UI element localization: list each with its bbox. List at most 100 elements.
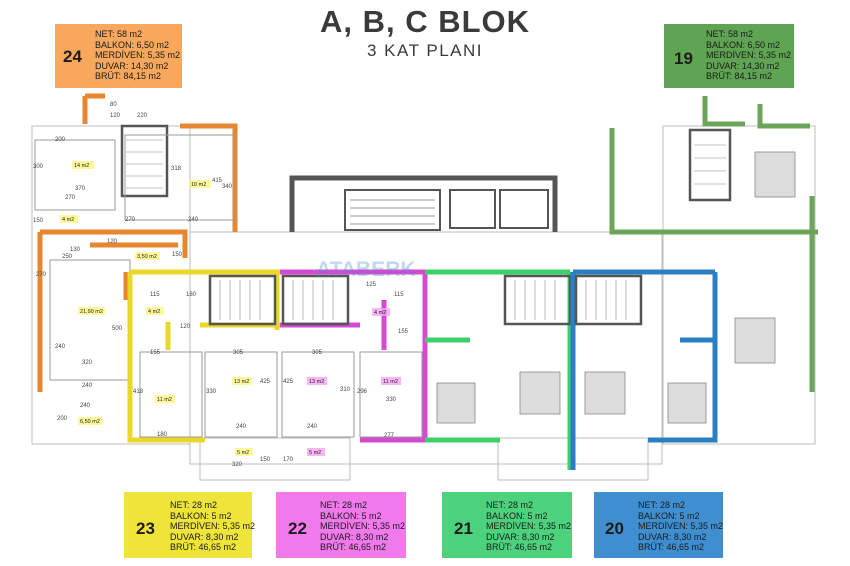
area-label-a24-balcony: 6,50 m2 [80, 419, 100, 425]
area-label-a24-wc: 4 m2 [62, 217, 74, 223]
apt20-stair-lines [585, 280, 627, 320]
info-line: BRÜT: 46,65 m2 [486, 542, 553, 553]
dim-label: 150 [260, 457, 271, 463]
apartment-info: NET: 28 m2 BALKON: 5 m2 MERDİVEN: 5,35 m… [320, 500, 405, 553]
apt21-walls [425, 269, 573, 470]
apartment-number: 20 [605, 519, 624, 538]
dim-label: 155 [150, 350, 161, 356]
dim-label: 155 [398, 329, 409, 335]
info-line: BALKON: 5 m2 [170, 510, 232, 521]
apartment-number: 23 [136, 519, 155, 538]
info-line: BRÜT: 46,65 m2 [320, 542, 387, 553]
info-line: MERDİVEN: 5,35 m2 [170, 521, 256, 532]
dim-label: 150 [172, 252, 183, 258]
info-line: NET: 28 m2 [170, 500, 218, 510]
apt23-interior [139, 351, 278, 438]
dim-label: 240 [188, 217, 199, 223]
area-label-a22-wc: 4 m2 [374, 310, 386, 316]
info-line: MERDİVEN: 5,35 m2 [638, 521, 724, 532]
dim-label: 415 [212, 178, 223, 184]
area-label-a23-living: 11 m2 [157, 397, 172, 403]
area-label-a22-room: 13 m2 [309, 379, 324, 385]
apartment-number: 22 [288, 519, 307, 538]
dim-label: 200 [57, 416, 68, 422]
apartment-info: NET: 28 m2 BALKON: 5 m2 MERDİVEN: 5,35 m… [486, 500, 571, 553]
apartment-info: NET: 58 m2 BALKON: 6,50 m2 MERDİVEN: 5,3… [706, 29, 791, 82]
apt23-stair-lines [219, 280, 261, 320]
dim-label: 500 [112, 326, 123, 332]
dim-label: 418 [133, 389, 144, 395]
apt20-stair [574, 274, 643, 326]
apt22-interior [281, 351, 423, 438]
info-line: BRÜT: 46,65 m2 [638, 542, 705, 553]
dim-label: 180 [157, 432, 168, 438]
dim-label: 330 [206, 389, 217, 395]
dim-label: 240 [236, 424, 247, 430]
info-line: BRÜT: 46,65 m2 [170, 542, 237, 553]
dim-label: 425 [283, 379, 294, 385]
watermark-text: ATABERK [316, 258, 416, 281]
apartment-number: 21 [454, 519, 473, 538]
info-line: DUVAR: 8,30 m2 [170, 531, 239, 542]
area-label-a24-room2: 10 m2 [191, 182, 206, 188]
dim-label: 80 [110, 102, 117, 108]
dim-label: 120 [110, 113, 121, 119]
dim-label: 270 [125, 217, 136, 223]
info-line: DUVAR: 14,30 m2 [706, 60, 780, 71]
dim-label: 270 [65, 195, 76, 201]
info-line: BALKON: 5 m2 [486, 510, 548, 521]
dim-label: 296 [357, 389, 368, 395]
info-line: NET: 28 m2 [486, 500, 534, 510]
apt20-walls [570, 269, 718, 470]
dim-label: 120 [107, 239, 118, 245]
info-line: BALKON: 5 m2 [638, 510, 700, 521]
info-line: DUVAR: 14,30 m2 [95, 60, 169, 71]
dim-label: 220 [137, 113, 148, 119]
area-labels: 14 m2 10 m2 4 m2 3,50 m2 21,90 m2 6,50 m… [60, 161, 401, 456]
info-line: MERDİVEN: 5,35 m2 [706, 50, 792, 61]
info-line: NET: 58 m2 [706, 29, 754, 39]
apt21-stair [503, 274, 572, 326]
apartment-info: NET: 28 m2 BALKON: 5 m2 MERDİVEN: 5,35 m… [170, 500, 255, 553]
dim-label: 170 [283, 457, 294, 463]
dim-label: 115 [150, 292, 160, 298]
dim-label: 425 [260, 379, 271, 385]
apartment-card-21: 21 NET: 28 m2 BALKON: 5 m2 MERDİVEN: 5,3… [442, 492, 572, 558]
apartment-card-20: 20 NET: 28 m2 BALKON: 5 m2 MERDİVEN: 5,3… [594, 492, 723, 558]
plan-title: A, B, C BLOK [319, 4, 531, 39]
area-label-a23-room: 13 m2 [234, 379, 249, 385]
apt22-stair [281, 274, 350, 326]
area-label-a23-balcony: 5 m2 [237, 450, 249, 456]
apartment-info: NET: 58 m2 BALKON: 6,50 m2 MERDİVEN: 5,3… [95, 29, 180, 82]
apt23-stair [208, 274, 277, 326]
dim-label: 240 [82, 383, 93, 389]
info-line: BALKON: 5 m2 [320, 510, 382, 521]
dimension-labels: 80 120 220 200 300 370 270 318 415 340 1… [33, 102, 409, 468]
apt19-stair-lines [694, 144, 726, 185]
area-label-a22-balcony: 5 m2 [309, 450, 321, 456]
apartment-number: 19 [674, 49, 693, 68]
dim-label: 150 [33, 218, 44, 224]
dim-label: 180 [186, 292, 197, 298]
apartment-number: 24 [63, 47, 82, 66]
info-line: MERDİVEN: 5,35 m2 [486, 521, 572, 532]
dim-label: 370 [75, 186, 86, 192]
plan-header: A, B, C BLOK 3 KAT PLANI [0, 4, 850, 62]
dim-label: 320 [232, 462, 243, 468]
dim-label: 270 [36, 272, 47, 278]
dim-label: 250 [62, 254, 73, 260]
plan-subtitle: 3 KAT PLANI [366, 41, 484, 60]
apartment-card-22: 22 NET: 28 m2 BALKON: 5 m2 MERDİVEN: 5,3… [276, 492, 406, 558]
dim-label: 125 [366, 282, 377, 288]
info-line: BALKON: 6,50 m2 [95, 39, 170, 50]
apt24-stair [120, 124, 169, 198]
apartment-card-19: 19 NET: 58 m2 BALKON: 6,50 m2 MERDİVEN: … [664, 24, 794, 88]
dim-label: 318 [171, 166, 182, 172]
apt20-beds [584, 371, 707, 424]
dim-label: 305 [233, 350, 244, 356]
dim-label: 240 [80, 403, 91, 409]
info-line: DUVAR: 8,30 m2 [320, 531, 389, 542]
dim-label: 115 [394, 292, 404, 298]
info-line: BRÜT: 84,15 m2 [95, 71, 162, 82]
